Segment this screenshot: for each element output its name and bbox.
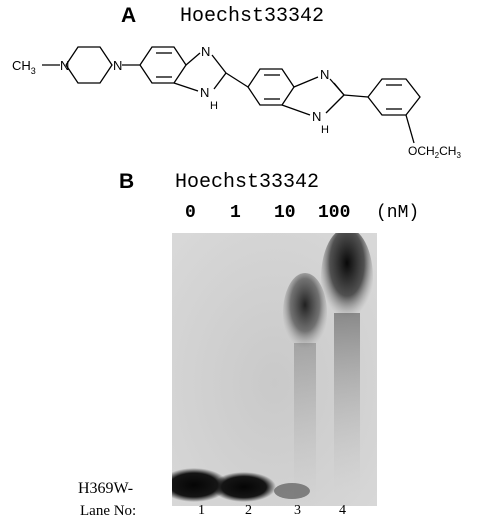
piperazine-n-left: N (60, 58, 69, 73)
concentration-lane-4: 100 (318, 203, 351, 223)
concentration-unit: (nM) (376, 203, 420, 223)
panel-a-letter: A (121, 4, 137, 27)
lane-number-2: 2 (245, 503, 252, 518)
imidazole-1-nh: N (200, 85, 209, 100)
panel-b-letter: B (119, 170, 135, 193)
hoechst-structure-diagram: CH3 N N N N H N N H OCH2CH3 (12, 44, 461, 160)
lane-number-1: 1 (198, 503, 205, 518)
concentration-lane-3: 10 (274, 203, 296, 223)
lane-3-free-band (274, 483, 310, 499)
concentration-row: 0 1 10 100 (nM) (182, 203, 482, 225)
ch3-label: CH3 (12, 58, 36, 76)
concentration-lane-2: 1 (230, 203, 241, 223)
lane-number-3: 3 (294, 503, 301, 518)
lane-4-complex-smear (321, 233, 373, 328)
piperazine-n-right: N (113, 58, 122, 73)
lane-number-label: Lane No: (80, 503, 137, 519)
imidazole-1-h: H (210, 100, 218, 112)
imidazole-2-h: H (321, 124, 329, 136)
imidazole-1-n: N (201, 44, 210, 59)
imidazole-2-n: N (320, 67, 329, 82)
ethoxy-label: OCH2CH3 (408, 144, 461, 160)
panel-a-title: Hoechst33342 (180, 5, 325, 28)
concentration-lane-1: 0 (185, 203, 196, 223)
gel-image (172, 233, 377, 506)
band-label: H369W- (78, 480, 134, 497)
lane-2-free-band (212, 472, 276, 502)
lane-3-complex-smear (283, 273, 327, 353)
imidazole-2-nh: N (312, 109, 321, 124)
lane-number-4: 4 (339, 503, 346, 518)
lane-1-free-band (172, 468, 228, 502)
panel-b-title: Hoechst33342 (175, 171, 320, 194)
